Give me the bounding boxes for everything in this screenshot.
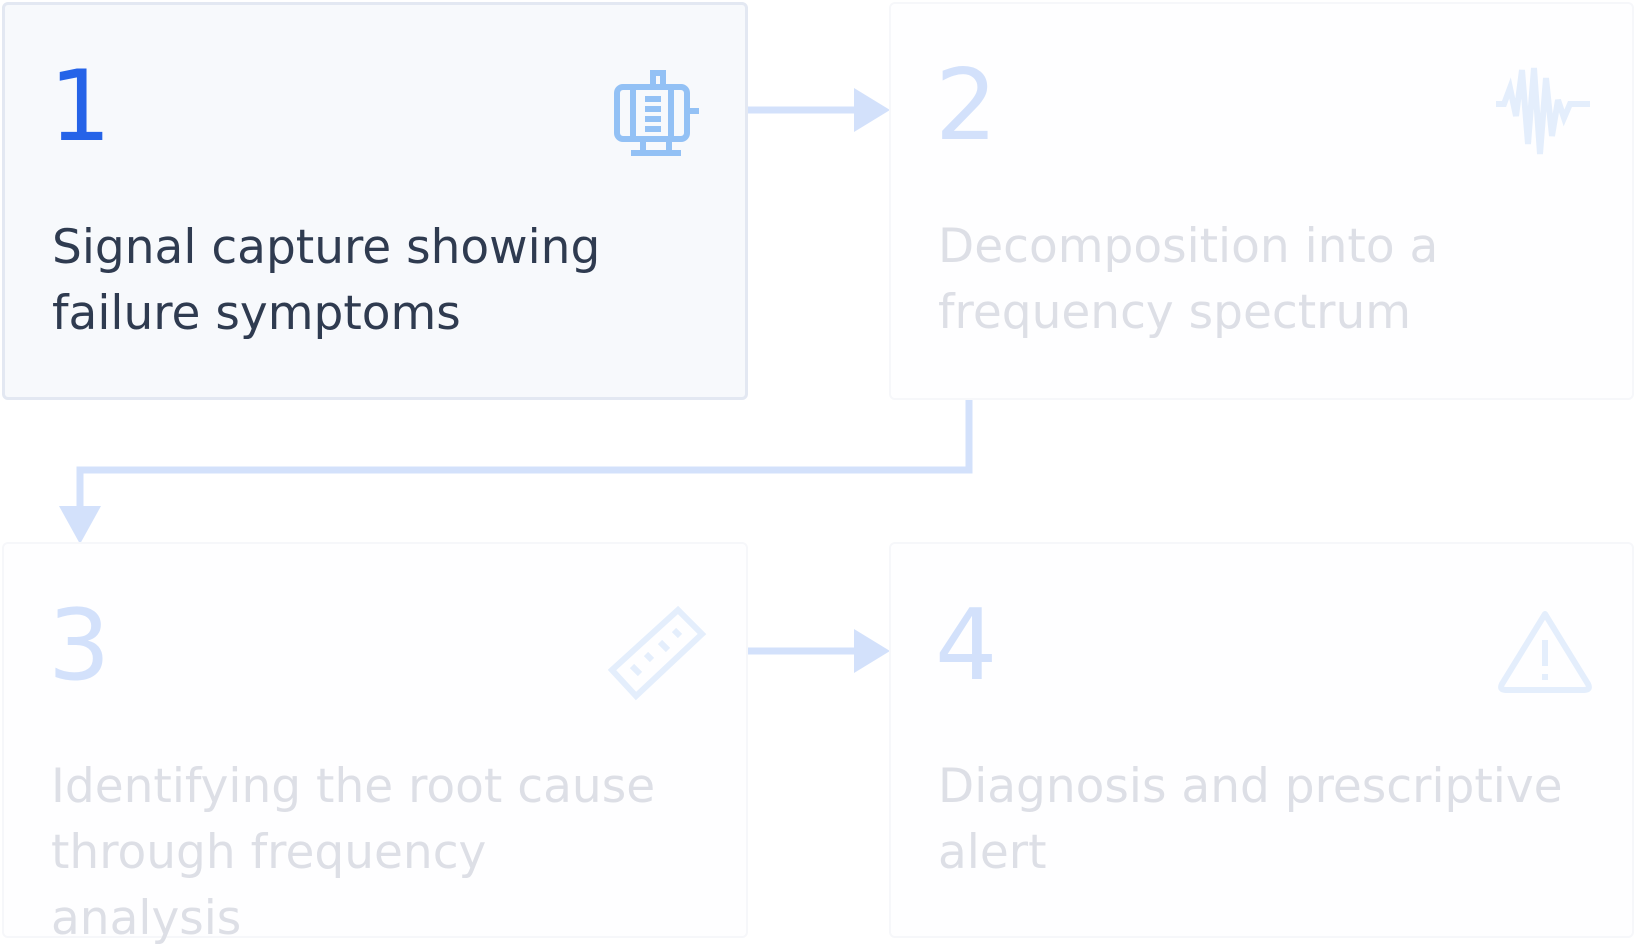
arrow-2-to-3-head bbox=[59, 506, 101, 544]
step-label-4: Diagnosis and prescriptive alert bbox=[938, 759, 1563, 880]
arrow-2-to-3-line bbox=[76, 398, 973, 508]
step-label-1: Signal capture showing failure symptoms bbox=[52, 220, 601, 341]
step-number-1: 1 bbox=[49, 50, 112, 164]
step-card-3[interactable]: 3 Identifying the root cause through fre… bbox=[2, 542, 748, 946]
step-number-3: 3 bbox=[48, 589, 111, 703]
motor-icon bbox=[614, 70, 699, 156]
arrow-3-to-4-head bbox=[854, 629, 890, 673]
warning-icon bbox=[1498, 611, 1592, 693]
step-card-2[interactable]: 2 Decomposition into a frequency spectru… bbox=[889, 2, 1634, 400]
step-number-2: 2 bbox=[935, 49, 998, 163]
waveform-icon bbox=[1496, 67, 1590, 155]
step-card-1[interactable]: 1 Signal capture showing failure symptom… bbox=[2, 2, 748, 400]
step-label-2: Decomposition into a frequency spectrum bbox=[938, 219, 1439, 340]
arrow-1-to-2-head bbox=[854, 88, 890, 132]
step-card-4[interactable]: 4 Diagnosis and prescriptive alert bbox=[889, 542, 1634, 938]
step-label-3: Identifying the root cause through frequ… bbox=[51, 759, 656, 946]
ruler-icon bbox=[608, 606, 707, 701]
step-number-4: 4 bbox=[935, 589, 998, 703]
